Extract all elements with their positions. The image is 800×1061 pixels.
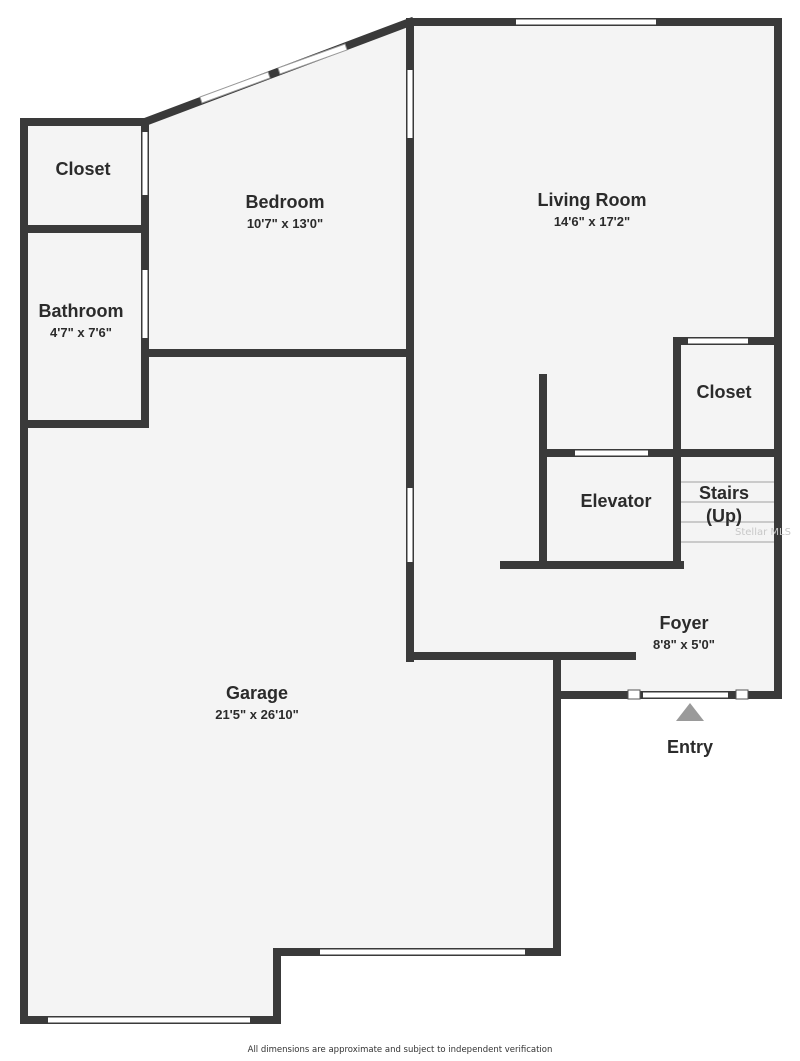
- bedroom-windows: [199, 43, 348, 104]
- openings: [48, 19, 748, 1023]
- room-foyer: Foyer 8'8" x 5'0": [653, 612, 715, 653]
- room-name: Stairs: [698, 483, 750, 503]
- room-dimensions: 4'7" x 7'6": [50, 325, 112, 340]
- window: [277, 43, 348, 75]
- room-dimensions: 14'6" x 17'2": [553, 214, 631, 229]
- stairs-treads: [681, 481, 774, 543]
- room-dimensions: 10'7" x 13'0": [246, 216, 324, 231]
- room-name: Foyer: [659, 613, 709, 633]
- entry-window-markers: [627, 689, 749, 700]
- room-dimensions: 21'5" x 26'10": [215, 707, 299, 722]
- room-name: Closet: [696, 382, 752, 402]
- footer-disclaimer: All dimensions are approximate and subje…: [247, 1045, 553, 1055]
- room-name: Elevator: [580, 491, 652, 511]
- window-pane: [735, 689, 749, 700]
- room-elevator: Elevator: [580, 490, 651, 512]
- room-dimensions: (Up): [706, 506, 742, 526]
- room-bathroom: Bathroom 4'7" x 7'6": [39, 300, 124, 341]
- entry-arrow-icon: [676, 703, 704, 721]
- floor-upper: [26, 24, 776, 1018]
- room-name: Bedroom: [245, 192, 325, 212]
- window: [199, 71, 271, 104]
- room-stairs: Stairs (Up): [699, 482, 749, 527]
- wall: [139, 16, 416, 128]
- floor-fills: [26, 24, 776, 1018]
- room-bedroom: Bedroom 10'7" x 13'0": [245, 191, 324, 232]
- room-closet-living: Closet: [696, 381, 751, 403]
- entry-label: Entry: [666, 737, 714, 757]
- room-dimensions: 8'8" x 5'0": [653, 637, 715, 652]
- room-name: Closet: [55, 159, 111, 179]
- room-living-room: Living Room 14'6" x 17'2": [538, 189, 647, 230]
- room-garage: Garage 21'5" x 26'10": [215, 682, 299, 723]
- room-name: Garage: [225, 683, 289, 703]
- watermark: Stellar MLS: [735, 527, 791, 538]
- room-closet-bedroom: Closet: [55, 158, 110, 180]
- room-name: Bathroom: [38, 301, 124, 321]
- window-pane: [627, 689, 641, 700]
- room-name: Living Room: [537, 190, 647, 210]
